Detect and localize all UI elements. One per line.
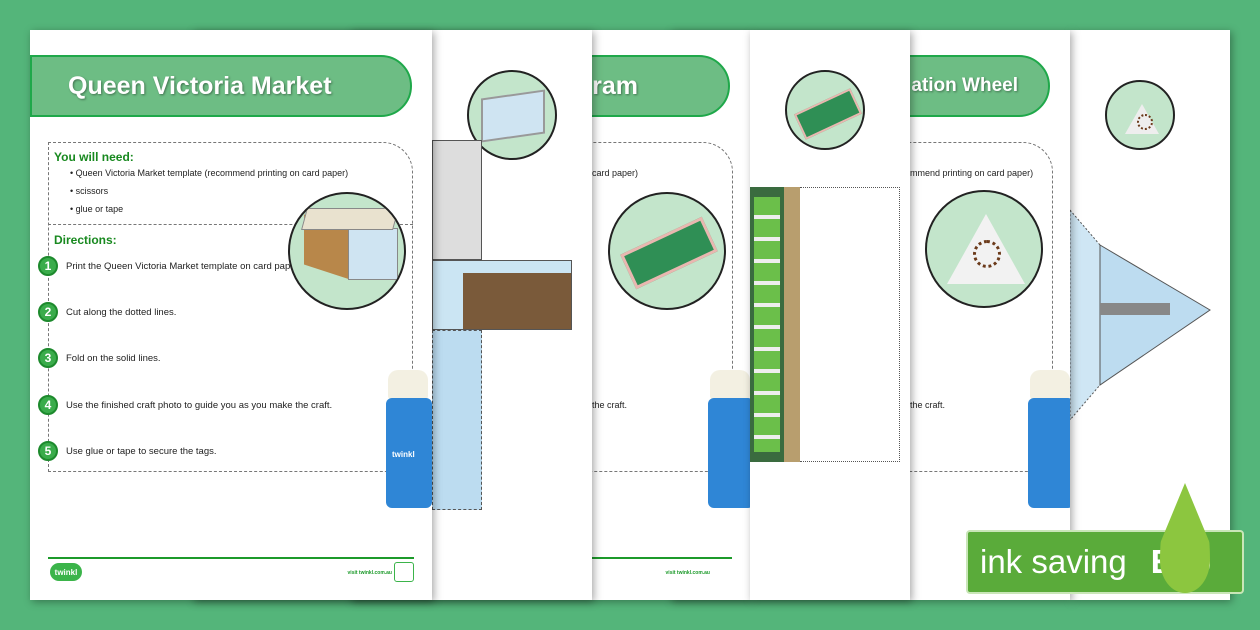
directions-heading: Directions: — [54, 233, 117, 247]
need-item: mmend printing on card paper) — [910, 168, 1034, 178]
market-net-top — [432, 140, 482, 260]
market-net-front — [432, 260, 572, 330]
tram-net-side — [750, 187, 800, 462]
pyramid-net — [1070, 209, 1211, 420]
need-item: • Queen Victoria Market template (recomm… — [70, 168, 349, 178]
tram-photo-circle — [608, 192, 726, 310]
quality-badge-icon — [394, 562, 414, 582]
wheel-template-sheet — [1070, 30, 1230, 600]
step-text: the craft. — [910, 400, 946, 410]
glue-stick-image — [1020, 370, 1070, 520]
wheel-photo-circle — [1105, 80, 1175, 150]
glue-stick-image: twinkl — [378, 370, 432, 520]
glue-stick-image — [700, 370, 750, 520]
sheet-title: Queen Victoria Market — [30, 55, 412, 117]
wheel-icon — [1137, 114, 1153, 130]
market-photo-circle — [288, 192, 406, 310]
market-net-side — [432, 330, 482, 510]
ink-saving-badge — [966, 530, 1244, 594]
needs-heading: You will need: — [54, 150, 134, 164]
market-photo-circle — [467, 70, 557, 160]
glue-brand-label: twinkl — [392, 450, 415, 459]
twinkl-logo: twinkl — [50, 563, 82, 581]
footer-url: visit twinkl.com.au — [665, 570, 710, 576]
tram-template-sheet — [750, 30, 910, 600]
tram-net-flap — [800, 187, 900, 462]
wheel-photo-circle — [925, 190, 1043, 308]
footer-url: visit twinkl.com.au — [347, 570, 392, 576]
need-item: card paper) — [592, 168, 639, 178]
wheel-icon — [973, 240, 1001, 268]
ink-saving-label: ink saving — [980, 543, 1127, 580]
need-item: • glue or tape — [70, 204, 124, 214]
need-item: • scissors — [70, 186, 109, 196]
step-text: the craft. — [592, 400, 628, 410]
tram-photo-circle — [785, 70, 865, 150]
market-instruction-sheet: Queen Victoria Market You will need: • Q… — [30, 30, 432, 600]
